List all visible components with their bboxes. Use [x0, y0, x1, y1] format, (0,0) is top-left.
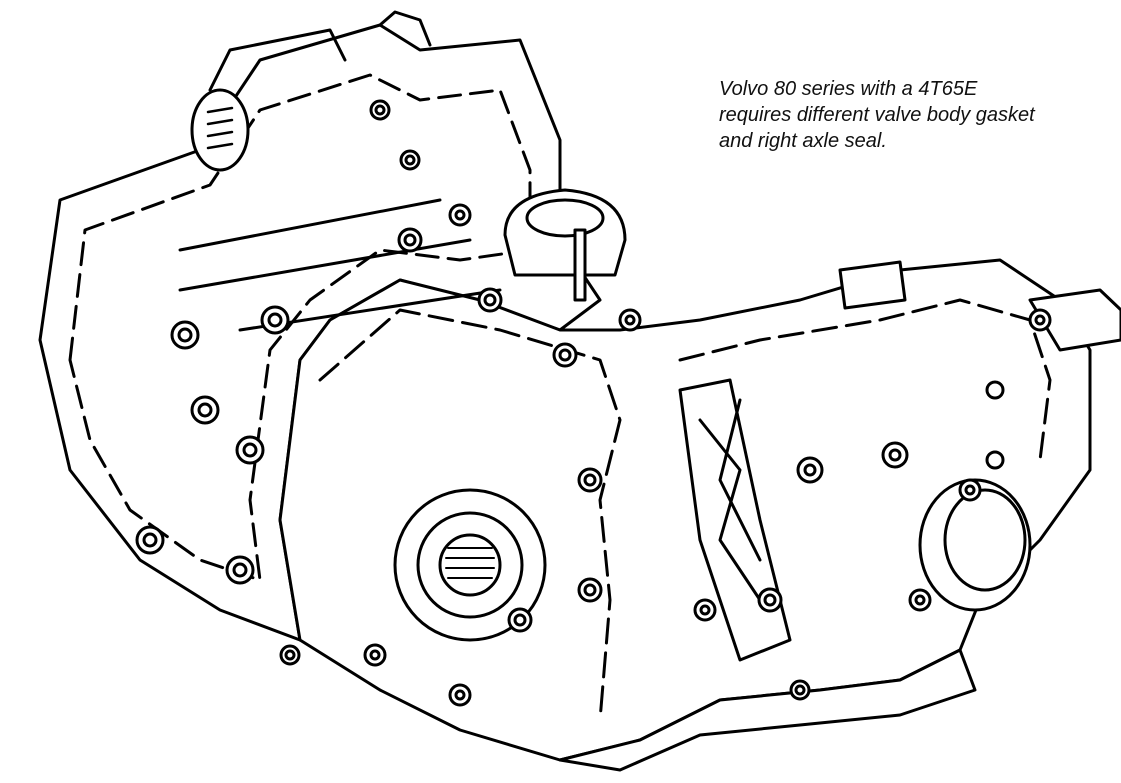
ribbed-section-detail	[698, 398, 762, 602]
right-end-bracket	[838, 260, 907, 310]
callout-line-2: requires different valve body gasket	[719, 104, 1035, 126]
left-axle-spline-teeth	[445, 547, 495, 579]
right-axle-cover-inner	[943, 488, 1027, 592]
callout-note: Volvo 80 series with a 4T65E requires di…	[719, 76, 1121, 154]
callout-line-3: and right axle seal.	[719, 130, 887, 152]
bolts	[135, 99, 1052, 707]
left-axle-spline	[438, 533, 502, 597]
top-dome-cap	[525, 198, 605, 238]
connector-pins	[206, 106, 234, 150]
right-end-fitting	[1028, 288, 1121, 352]
stud	[573, 228, 587, 302]
oil-pan	[558, 648, 977, 772]
case-seam	[318, 308, 622, 722]
callout-line-1: Volvo 80 series with a 4T65E	[719, 78, 978, 100]
bell-housing-inner-outline	[68, 73, 532, 582]
top-bracket	[208, 10, 432, 92]
case-seam-right	[678, 298, 1052, 462]
electrical-connector	[190, 88, 250, 172]
